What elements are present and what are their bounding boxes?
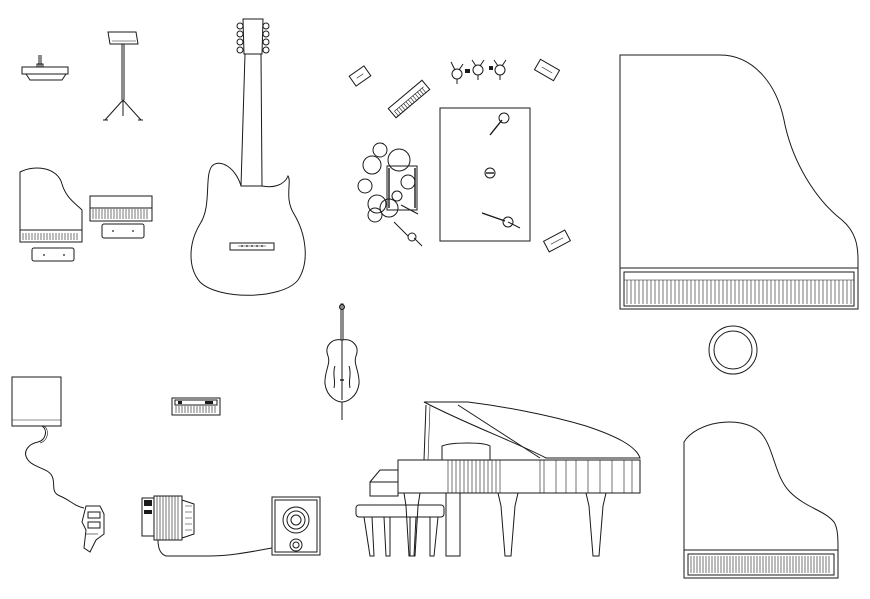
speaker-icon — [271, 496, 321, 556]
keyboard-stand-icon — [21, 55, 69, 81]
cello-icon — [324, 303, 360, 420]
acoustic-guitar-icon — [190, 18, 306, 296]
baby-grand-plan-icon — [19, 167, 83, 262]
grand-piano-elevation-icon — [369, 401, 641, 557]
amplifier-icon — [11, 376, 105, 553]
drum-kit-icon — [348, 58, 572, 253]
grand-piano-plan-large-icon — [619, 54, 859, 375]
music-stand-icon — [103, 31, 143, 121]
upright-keyboard-icon — [89, 195, 153, 239]
grand-piano-plan-small-icon — [683, 421, 839, 579]
drum-stool-icon — [355, 504, 445, 557]
accordion-icon — [141, 495, 273, 557]
synthesizer-icon — [171, 397, 221, 416]
